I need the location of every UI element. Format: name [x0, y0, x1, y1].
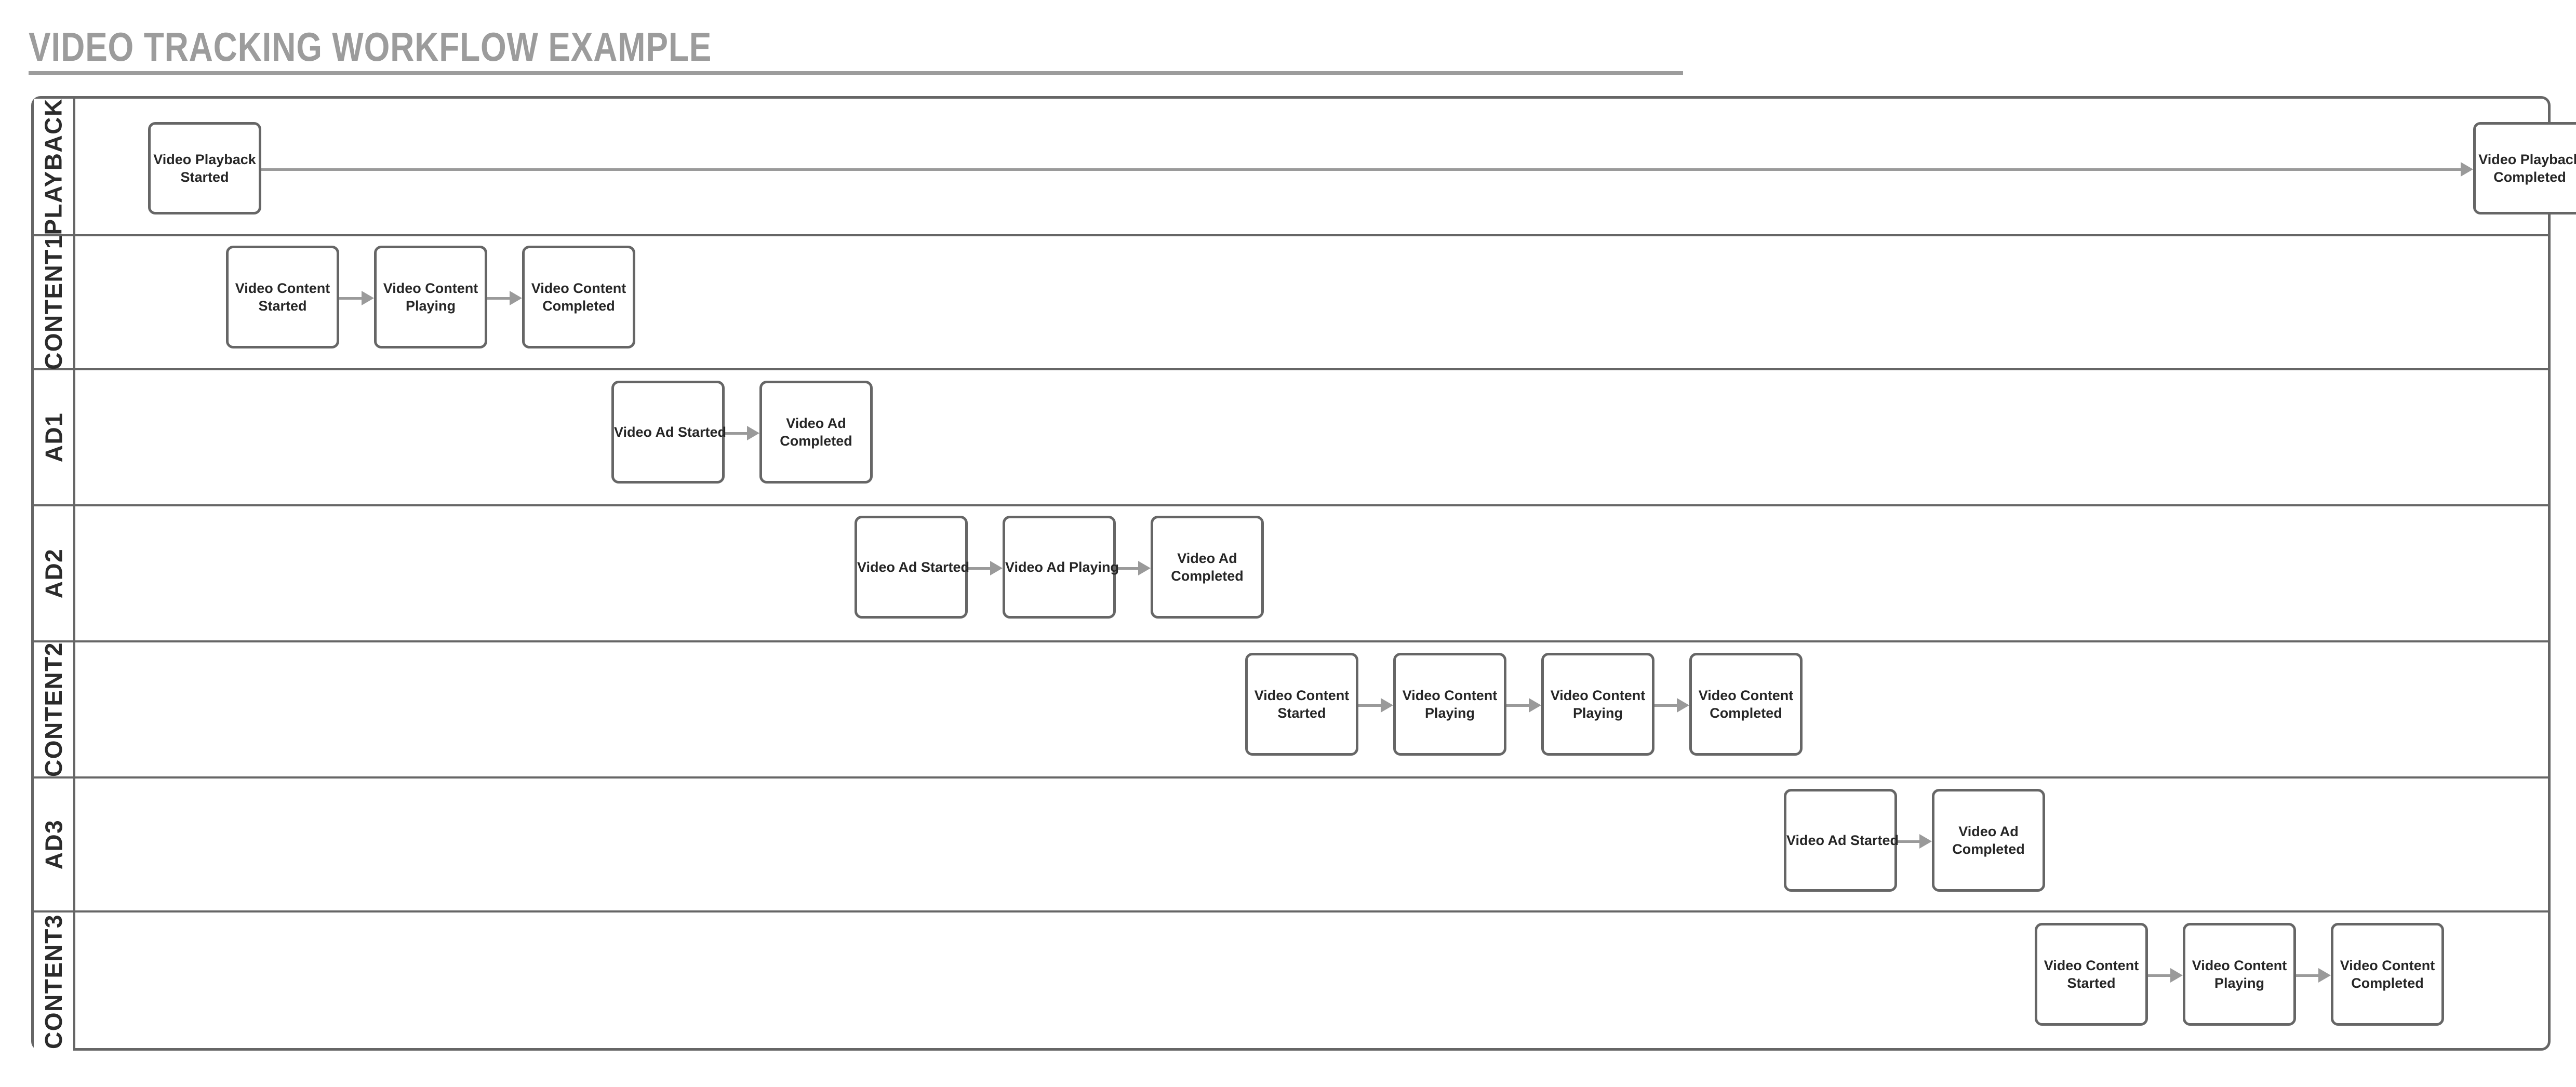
- connector-arrow: [2148, 974, 2170, 977]
- arrowhead-icon: [2461, 162, 2473, 177]
- task-node-label: Video Content Completed: [2340, 958, 2435, 991]
- task-node[interactable]: Video Ad Started: [855, 516, 970, 619]
- lane-label-ad3: AD3: [40, 819, 67, 870]
- task-node[interactable]: Video Ad Completed: [1151, 516, 1264, 619]
- lane-body-content2: Video Content Started Video Content Playi…: [75, 642, 2548, 776]
- arrowhead-icon: [1529, 698, 1541, 713]
- lane-header-content1[interactable]: CONTENT1: [34, 235, 75, 370]
- task-node[interactable]: Video Ad Started: [611, 381, 727, 484]
- task-node-label: Video Content Started: [235, 280, 330, 314]
- lane-label-ad2: AD2: [40, 548, 67, 599]
- arrowhead-icon: [1138, 561, 1151, 575]
- task-node-label: Video Ad Started: [857, 559, 970, 575]
- lane-header-ad3[interactable]: AD3: [34, 779, 75, 910]
- task-node-label: Video Content Playing: [1550, 688, 1646, 721]
- task-node-label: Video Playback Completed: [2478, 152, 2576, 185]
- arrowhead-icon: [2170, 968, 2183, 983]
- arrowhead-icon: [1381, 698, 1393, 713]
- page-title: VIDEO TRACKING WORKFLOW EXAMPLE: [29, 24, 712, 70]
- connector-arrow: [2296, 974, 2318, 977]
- task-node-label: Video Content Completed: [1698, 688, 1794, 721]
- lane-label-playback: PLAYBACK: [40, 98, 67, 235]
- task-node[interactable]: Video Content Completed: [2331, 923, 2444, 1026]
- task-node-label: Video Ad Completed: [1171, 551, 1244, 584]
- lane-header-playback[interactable]: PLAYBACK: [34, 98, 75, 235]
- title-block: VIDEO TRACKING WORKFLOW EXAMPLE: [29, 22, 1691, 76]
- task-node-label: Video Content Playing: [383, 280, 478, 314]
- task-node[interactable]: Video Ad Completed: [759, 381, 873, 484]
- task-node-label: Video Playback Started: [153, 152, 256, 185]
- task-node-label: Video Ad Completed: [780, 415, 852, 449]
- task-node[interactable]: Video Ad Completed: [1932, 789, 2045, 892]
- arrowhead-icon: [1677, 698, 1689, 713]
- task-node-label: Video Ad Started: [614, 424, 727, 440]
- lane-header-ad2[interactable]: AD2: [34, 506, 75, 640]
- swimlane-ad3: AD3 Video Ad Started Video Ad Completed: [34, 779, 2548, 912]
- lane-header-content2[interactable]: CONTENT2: [34, 642, 75, 777]
- lane-body-ad2: Video Ad Started Video Ad Playing Video Ad…: [75, 506, 2548, 640]
- lane-label-content2: CONTENT2: [40, 642, 67, 777]
- connector-arrow: [261, 168, 2461, 171]
- connector-arrow: [1897, 840, 1919, 843]
- lane-label-content1: CONTENT1: [40, 235, 67, 370]
- task-node[interactable]: Video Content Started: [1245, 653, 1358, 756]
- task-node[interactable]: Video Content Playing: [1393, 653, 1506, 756]
- connector-arrow: [968, 567, 990, 570]
- task-node-label: Video Content Playing: [1402, 688, 1498, 721]
- arrowhead-icon: [990, 561, 1003, 575]
- task-node[interactable]: Video Content Playing: [1541, 653, 1654, 756]
- lane-body-playback: Video Playback Started Video Playback Com…: [75, 99, 2576, 234]
- lane-body-content1: Video Content Started Video Content Playi…: [75, 236, 2548, 368]
- lane-body-ad3: Video Ad Started Video Ad Completed: [75, 779, 2548, 910]
- arrowhead-icon: [362, 291, 374, 305]
- arrowhead-icon: [2318, 968, 2331, 983]
- task-node[interactable]: Video Content Completed: [1689, 653, 1803, 756]
- task-node-label: Video Content Started: [2044, 958, 2139, 991]
- arrowhead-icon: [747, 426, 759, 440]
- lane-body-content3: Video Content Started Video Content Playi…: [75, 912, 2548, 1051]
- lane-header-content3[interactable]: CONTENT3: [34, 912, 75, 1051]
- task-node[interactable]: Video Content Completed: [522, 246, 635, 348]
- lane-body-ad1: Video Ad Started Video Ad Completed: [75, 370, 2548, 504]
- task-node[interactable]: Video Ad Started: [1784, 789, 1899, 892]
- connector-arrow: [1358, 704, 1381, 707]
- connector-arrow: [725, 432, 747, 435]
- swimlane-ad1: AD1 Video Ad Started Video Ad Completed: [34, 370, 2548, 506]
- connector-arrow: [1116, 567, 1138, 570]
- arrowhead-icon: [510, 291, 522, 305]
- connector-arrow: [339, 297, 362, 300]
- task-node[interactable]: Video Content Playing: [374, 246, 487, 348]
- task-node-label: Video Ad Playing: [1005, 559, 1119, 575]
- task-node[interactable]: Video Playback Started: [148, 122, 261, 214]
- task-node-label: Video Ad Started: [1786, 833, 1899, 848]
- lane-label-ad1: AD1: [40, 412, 67, 463]
- connector-arrow: [487, 297, 510, 300]
- connector-arrow: [1506, 704, 1529, 707]
- task-node-label: Video Ad Completed: [1952, 824, 2025, 857]
- arrowhead-icon: [1919, 834, 1932, 849]
- task-node[interactable]: Video Content Playing: [2183, 923, 2296, 1026]
- task-node[interactable]: Video Content Started: [226, 246, 339, 348]
- lane-label-content3: CONTENT3: [40, 914, 67, 1049]
- lane-header-ad1[interactable]: AD1: [34, 370, 75, 504]
- task-node[interactable]: Video Content Started: [2035, 923, 2148, 1026]
- task-node[interactable]: Video Ad Playing: [1003, 516, 1119, 619]
- task-node-label: Video Content Playing: [2192, 958, 2287, 991]
- title-divider: [29, 71, 1683, 75]
- task-node[interactable]: Video Playback Completed: [2473, 122, 2576, 214]
- task-node-label: Video Content Started: [1254, 688, 1350, 721]
- task-node-label: Video Content Completed: [531, 280, 626, 314]
- connector-arrow: [1654, 704, 1677, 707]
